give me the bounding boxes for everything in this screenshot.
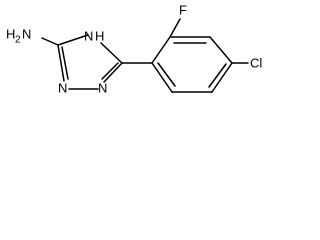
bond-n4-c5	[100, 42, 123, 64]
ring-n1-label: N	[98, 80, 107, 95]
ring-n2-label: N	[58, 80, 67, 95]
fluoro-label: F	[179, 2, 187, 17]
bond-ar1-ar2	[151, 36, 171, 64]
bond-n2-c3	[57, 44, 65, 82]
bond-c3-nh2	[41, 37, 59, 46]
structure-diagram: H 2 N N H N N F Cl	[0, 0, 287, 118]
bond-ar4-ar5	[211, 62, 233, 93]
bond-ar4-ar5-inner	[208, 63, 227, 88]
bond-c5-n1	[103, 62, 123, 83]
amine-n-label: N	[22, 26, 31, 41]
chloro-label: Cl	[250, 55, 262, 70]
amine-h-subscript: 2	[15, 35, 21, 46]
bond-ar6-ar1	[151, 62, 173, 93]
bond-ar6-ar1-inner	[157, 62, 176, 87]
bond-fluoro	[169, 18, 181, 38]
bond-c5-n1-inner	[101, 62, 119, 80]
bond-ar3-ar4	[209, 36, 233, 64]
nh-h-label: H	[95, 28, 104, 43]
bond-n2-c3-inner	[61, 46, 69, 80]
bond-c3-n4	[57, 34, 89, 46]
amine-h-label: H	[6, 26, 15, 41]
molecule-svg: H 2 N N H N N F Cl	[6, 2, 262, 95]
nh-n-label: N	[84, 28, 93, 43]
